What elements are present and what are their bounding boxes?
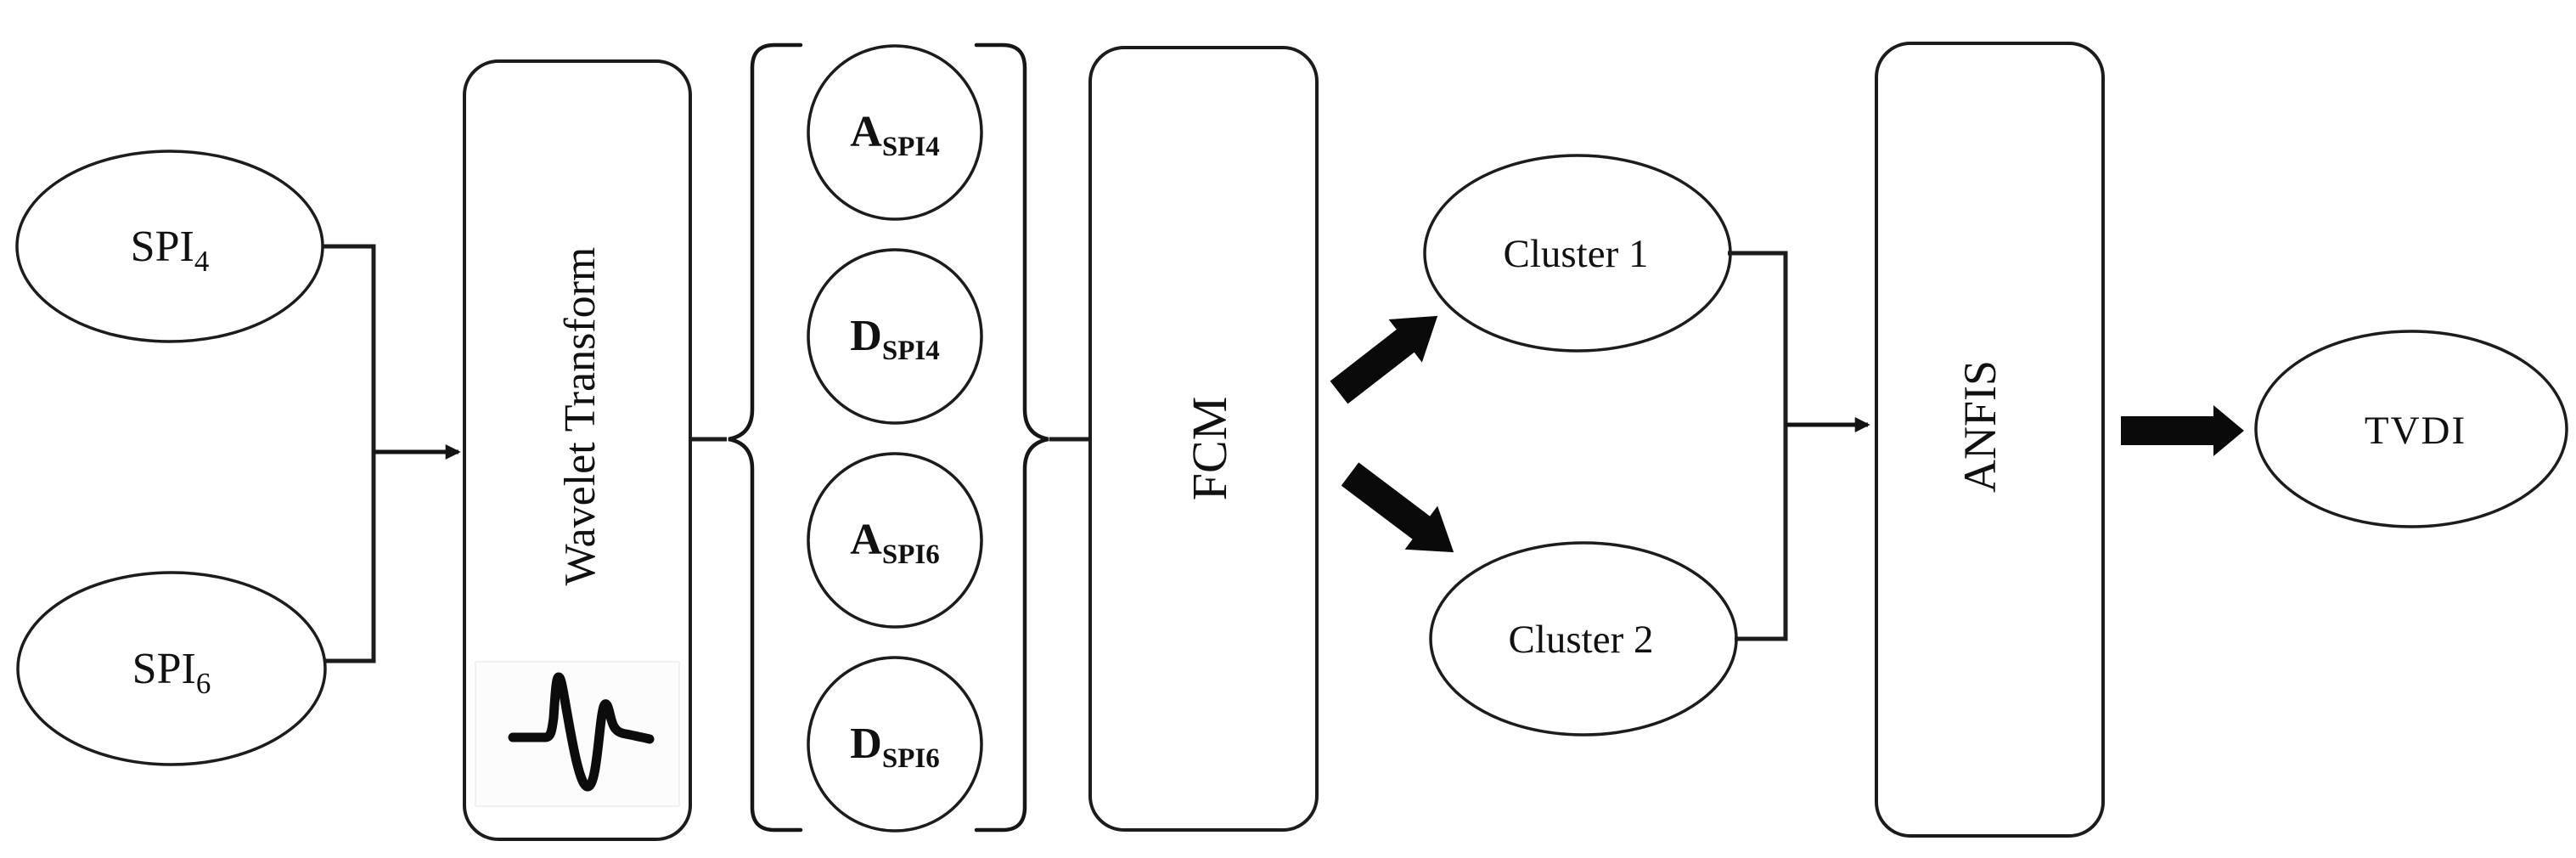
- node-spi6: SPI6: [16, 571, 327, 766]
- tvdi-label: TVDI: [2365, 409, 2466, 453]
- node-anfis: ANFIS: [1875, 42, 2105, 838]
- fcm-label: FCM: [1182, 397, 1237, 501]
- connector-spi-junction: [321, 244, 376, 663]
- aspi6-circle: [807, 452, 983, 629]
- node-cluster2: Cluster 2: [1429, 541, 1738, 737]
- thick-arrow-anfis-to-tvdi: [2121, 405, 2244, 456]
- dspi6-label: DSPI6: [850, 720, 939, 774]
- wavelet-label: Wavelet Transform: [556, 247, 605, 586]
- node-coefficient-dspi4: DSPI4: [807, 248, 983, 425]
- node-spi4: SPI4: [15, 150, 324, 343]
- node-fcm: FCM: [1088, 46, 1319, 832]
- dspi6-circle: [807, 656, 983, 833]
- cluster2-label: Cluster 2: [1508, 618, 1653, 662]
- node-coefficient-dspi6: DSPI6: [807, 656, 983, 833]
- fcm-box: [1088, 46, 1319, 832]
- dspi4-label: DSPI4: [850, 312, 939, 366]
- node-cluster1: Cluster 1: [1423, 154, 1732, 353]
- spi6-ellipse: [16, 571, 327, 766]
- node-coefficient-aspi4: ASPI4: [807, 44, 983, 221]
- node-wavelet-transform: Wavelet Transform: [463, 59, 692, 841]
- anfis-label: ANFIS: [1954, 360, 2005, 493]
- spi4-label: SPI4: [131, 223, 210, 278]
- aspi4-circle: [807, 44, 983, 221]
- wavelet-box: [463, 59, 692, 841]
- wavelet-squiggle-icon: [475, 661, 680, 807]
- dspi4-circle: [807, 248, 983, 425]
- left-curly-brace: [728, 42, 803, 833]
- anfis-box: [1875, 42, 2105, 838]
- aspi4-label: ASPI4: [850, 108, 939, 162]
- cluster1-label: Cluster 1: [1503, 232, 1648, 276]
- aspi6-label: ASPI6: [850, 516, 939, 570]
- connector-clusters-junction: [1728, 251, 1788, 641]
- node-tvdi: TVDI: [2254, 330, 2568, 528]
- spi6-label: SPI6: [132, 645, 211, 700]
- node-coefficient-aspi6: ASPI6: [807, 452, 983, 629]
- tvdi-ellipse: [2254, 330, 2568, 528]
- spi4-ellipse: [15, 150, 324, 343]
- thick-arrow-fcm-to-cluster2: [1341, 462, 1454, 553]
- thick-arrow-fcm-to-cluster1: [1330, 315, 1438, 404]
- right-curly-brace: [974, 42, 1049, 833]
